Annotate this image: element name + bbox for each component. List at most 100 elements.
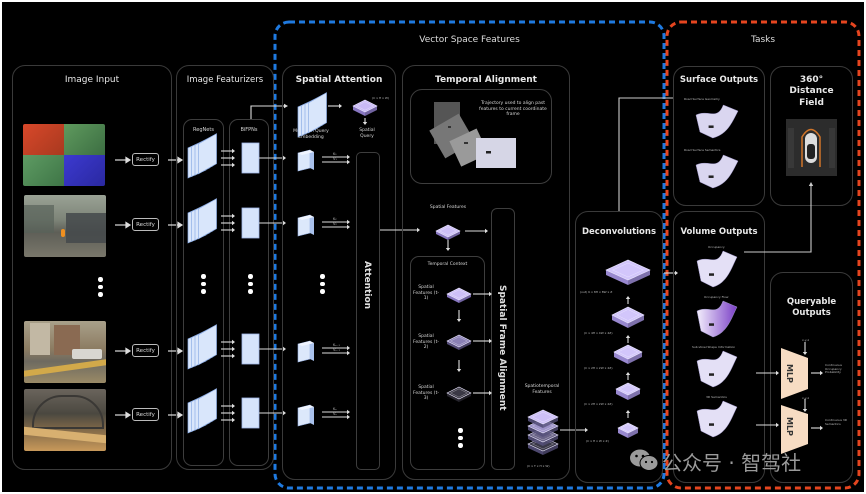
surface-road-semantics xyxy=(695,154,739,189)
mlp-1-block xyxy=(781,348,808,399)
context-to-alignment-arrow-3 xyxy=(473,390,492,396)
spatiotemporal-label: Spatiotemporal Features xyxy=(524,384,560,395)
value-label: V₂ xyxy=(333,222,337,226)
attention-block: Attention xyxy=(356,152,380,470)
queryable-outputs-panel: Queryable Outputs xyxy=(770,272,853,483)
attention-label: Attention xyxy=(362,261,372,310)
volume-item-occupancy-flow: Occupancy Flow xyxy=(704,295,729,299)
temporal-context-ellipsis xyxy=(458,428,463,451)
spatial-attention-panel: Spatial Attention xyxy=(282,65,396,480)
regnets-ellipsis xyxy=(201,274,206,297)
watermark-text: 公众号 · 智驾社 xyxy=(662,451,802,475)
key-label: Kₙ xyxy=(333,407,337,411)
rectify-box-4: Rectify xyxy=(132,408,159,421)
volume-outputs-title: Volume Outputs xyxy=(680,227,758,237)
mlp-2-block xyxy=(781,405,808,454)
volume-subvoxel-shape xyxy=(696,350,738,388)
regnet-to-bifpn-arrow xyxy=(221,227,235,233)
trajectory-caption: Trajectory used to align past features t… xyxy=(479,101,547,118)
key-arrow xyxy=(322,409,350,415)
mlp-1-query-label: x,y,z xyxy=(802,338,810,342)
vector-space-border xyxy=(273,20,666,490)
spatiotemporal-to-deconv-arrow xyxy=(560,427,588,433)
surface-outputs-title: Surface Outputs xyxy=(679,75,759,85)
deconv-layer-1 xyxy=(605,259,651,285)
context-down-arrow-1 xyxy=(456,310,462,322)
mlp-1-output-arrow xyxy=(811,370,823,376)
deconv-up-arrow-1 xyxy=(625,296,631,304)
regnet-feature-stack-3 xyxy=(187,324,217,370)
deconv-layer-2-label: (C x 4H x 4W x 4Z) xyxy=(584,331,613,335)
value-label: V₁ xyxy=(333,157,337,161)
tasks-title: Tasks xyxy=(750,35,776,45)
deconv-layer-4-label: (C x 2H x 2W x 2Z) xyxy=(584,402,613,406)
context-down-arrow-2 xyxy=(456,360,462,372)
volume-to-distance-field-connector xyxy=(744,182,814,253)
volume-item-3d-semantics: 3D Semantics xyxy=(706,395,727,399)
camera-feature-cube-1 xyxy=(297,149,314,172)
regnet-feature-stack-2 xyxy=(187,198,217,244)
regnet-to-bifpn-arrow xyxy=(221,346,235,352)
deconv-layer-1-label: (out) K x 8H x 8W x Z xyxy=(580,290,613,294)
camera-feature-cube-4 xyxy=(297,404,314,427)
key-label: K₂ xyxy=(333,217,337,221)
context-item-t2: Spatial Features (t-2) xyxy=(413,334,439,351)
image-input-panel: Image Input xyxy=(12,65,172,470)
rectify-box-2: Rectify xyxy=(132,218,159,231)
temporal-context-box: Temporal Context xyxy=(410,256,485,470)
value-arrow xyxy=(322,350,350,356)
surface-item-geometry: Road Surface Geometry xyxy=(684,97,720,101)
query-arrow xyxy=(328,103,342,109)
rectify-box-3: Rectify xyxy=(132,344,159,357)
image-featurizers-title: Image Featurizers xyxy=(186,75,264,85)
spatial-features-label: Spatial Features xyxy=(429,205,467,210)
deconv-to-surface-connector xyxy=(618,97,673,211)
bifpn-to-attention-arrow xyxy=(259,220,286,226)
spatial-query-dims: (C x H x W) xyxy=(372,96,390,100)
camera-image-street-3 xyxy=(24,389,106,451)
volume-item-subvoxel: Sub-Voxel Shape Information xyxy=(692,345,736,349)
spatiotemporal-layer-4 xyxy=(527,409,559,428)
context-item-t3: Spatial Features (t-3) xyxy=(413,385,439,402)
regnet-to-bifpn-arrow xyxy=(221,339,235,345)
camera-feature-cube-2 xyxy=(297,214,314,237)
deconv-up-arrow-2 xyxy=(625,335,631,343)
camera-image-street-1 xyxy=(24,195,106,257)
attention-ellipsis xyxy=(320,274,325,297)
camera-image-street-2 xyxy=(24,321,106,383)
regnet-to-bifpn-arrow xyxy=(221,148,235,154)
surface-item-semantics: Road Surface Semantics xyxy=(684,148,721,152)
context-tensor-t2 xyxy=(446,334,472,350)
key-arrow xyxy=(322,345,350,351)
regnets-label: RegNets xyxy=(193,127,214,133)
value-label: Vₙ xyxy=(333,412,337,416)
distance-field-title: 360° Distance Field xyxy=(789,75,834,108)
rectify-box-1: Rectify xyxy=(132,153,159,166)
spatial-attention-title: Spatial Attention xyxy=(295,75,383,85)
temporal-alignment-title: Temporal Alignment xyxy=(435,75,537,85)
camera-image-multichannel xyxy=(23,124,105,186)
attention-to-spatial-features-arrow xyxy=(380,227,420,233)
key-label: Kₙ₋₁ xyxy=(333,343,341,347)
distance-field-visual xyxy=(786,119,837,176)
value-arrow xyxy=(322,224,350,230)
regnet-to-bifpn-arrow xyxy=(221,410,235,416)
bifpns-column: BiFPNs xyxy=(229,119,269,466)
mlp-2-query-arrow xyxy=(802,399,808,412)
regnets-column: RegNets xyxy=(183,119,224,466)
volume-item-occupancy: Occupancy xyxy=(708,245,725,249)
mlp-1-output-label: Continuous Occupancy Probability xyxy=(825,363,842,375)
context-item-t1: Spatial Features (t-1) xyxy=(413,285,439,302)
spatial-query-label: Spatial Query xyxy=(359,128,375,139)
key-label: K₁ xyxy=(333,152,337,156)
spatial-features-tensor xyxy=(435,224,461,240)
mlp-2-output-label: Continuous 3D Semantics xyxy=(825,418,848,426)
deconv-layer-5-label: (C x H x W x Z) xyxy=(586,439,609,443)
bifpn-to-attention-arrow xyxy=(259,346,286,352)
value-arrow xyxy=(322,159,350,165)
deconv-up-arrow-4 xyxy=(625,410,631,418)
